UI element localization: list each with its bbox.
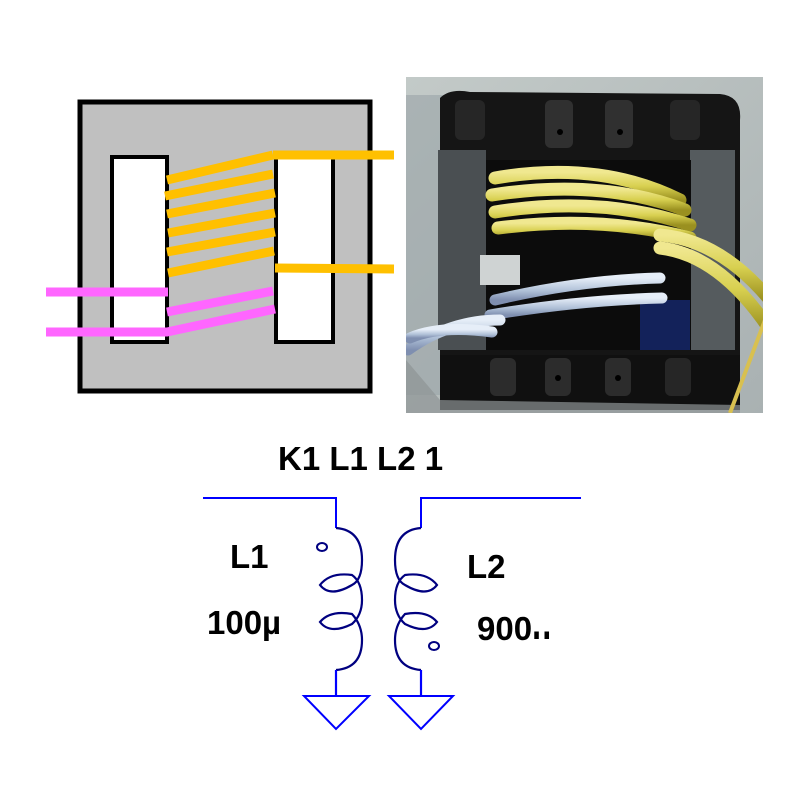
l2-coil (393, 526, 439, 696)
l1-value-label: 100µ (207, 604, 282, 641)
photo-secondary-winding (406, 272, 668, 356)
l1-name-label: L1 (230, 538, 269, 575)
l2-name-label: L2 (467, 548, 506, 585)
l2-value-number: 900 (477, 610, 533, 647)
l1-coil (318, 526, 364, 696)
l1-wire (203, 497, 337, 528)
primary-winding (164, 150, 395, 278)
bobbin-pins-bottom (490, 358, 691, 396)
schematic (203, 497, 581, 731)
l2-wire (420, 497, 581, 528)
l1-ground-icon (301, 695, 372, 731)
secondary-winding (46, 286, 276, 337)
photo-primary-winding (485, 165, 763, 332)
l2-ground-icon (386, 695, 456, 731)
primary-turn (166, 227, 276, 257)
coupling-directive: K1 L1 L2 1 (278, 440, 444, 477)
primary-turn (166, 188, 276, 219)
secondary-turn (166, 304, 276, 337)
primary-turn (165, 150, 275, 185)
l1-phase-dot (316, 542, 328, 552)
secondary-turn (166, 286, 274, 317)
primary-turn (167, 208, 276, 238)
core-window-left (110, 155, 169, 344)
bobbin-pins-top (455, 100, 700, 148)
primary-turn (167, 246, 275, 278)
l2-phase-dot (428, 641, 440, 651)
primary-lead-bottom (274, 263, 395, 274)
transformer-photo (406, 77, 763, 413)
l2-value-unit-truncated: µ (532, 621, 551, 639)
core-diagram (46, 99, 395, 394)
l2-value-label: 900µ (477, 612, 551, 645)
core-window-right (274, 155, 335, 344)
primary-turn (164, 169, 274, 201)
